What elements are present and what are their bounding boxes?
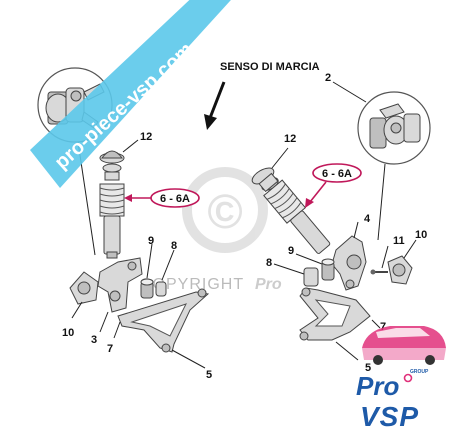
right-detail-view xyxy=(357,91,431,165)
label-left-12: 12 xyxy=(140,131,152,143)
label-right-8: 8 xyxy=(266,257,272,269)
right-wishbone xyxy=(299,287,371,341)
right-knuckle xyxy=(331,235,367,291)
label-right-10: 10 xyxy=(415,229,427,241)
copyright-watermark: © xyxy=(182,167,268,253)
logo-brand-top: Pro xyxy=(356,371,399,401)
left-top-mount xyxy=(99,150,125,173)
left-knuckle xyxy=(97,257,143,313)
left-wishbone xyxy=(117,288,210,353)
right-shock-absorber xyxy=(258,172,331,254)
direction-label: SENSO DI MARCIA xyxy=(220,61,320,73)
left-callout: 6 - 6A xyxy=(124,188,200,208)
logo-group-text: GROUP xyxy=(410,369,429,375)
left-callout-text: 6 - 6A xyxy=(160,193,190,205)
logo-brand-bottom: VSP xyxy=(360,401,419,432)
right-callout-text: 6 - 6A xyxy=(322,168,352,180)
label-right-5: 5 xyxy=(365,362,371,374)
label-left-8: 8 xyxy=(171,240,177,252)
right-hub xyxy=(387,255,413,285)
label-right-2: 2 xyxy=(325,72,331,84)
label-left-3: 3 xyxy=(91,334,97,346)
direction-arrow xyxy=(204,81,226,130)
right-bolt xyxy=(370,269,388,275)
label-right-9: 9 xyxy=(288,245,294,257)
label-left-10: 10 xyxy=(62,327,74,339)
right-callout: 6 - 6A xyxy=(305,163,362,208)
left-hub xyxy=(69,271,99,305)
label-left-9: 9 xyxy=(148,235,154,247)
label-right-12: 12 xyxy=(284,133,296,145)
left-shock-absorber xyxy=(99,171,125,259)
label-right-11: 11 xyxy=(393,235,405,247)
label-right-7: 7 xyxy=(380,321,386,333)
label-left-7: 7 xyxy=(107,343,113,355)
copyright-symbol: © xyxy=(207,186,242,239)
label-right-4: 4 xyxy=(364,213,371,225)
copyright-suffix: Pro xyxy=(255,276,282,293)
left-bushings xyxy=(140,278,167,299)
label-left-5: 5 xyxy=(206,369,212,381)
brand-logo: GROUP Pro VSP xyxy=(356,326,446,432)
right-bushings xyxy=(303,258,335,287)
